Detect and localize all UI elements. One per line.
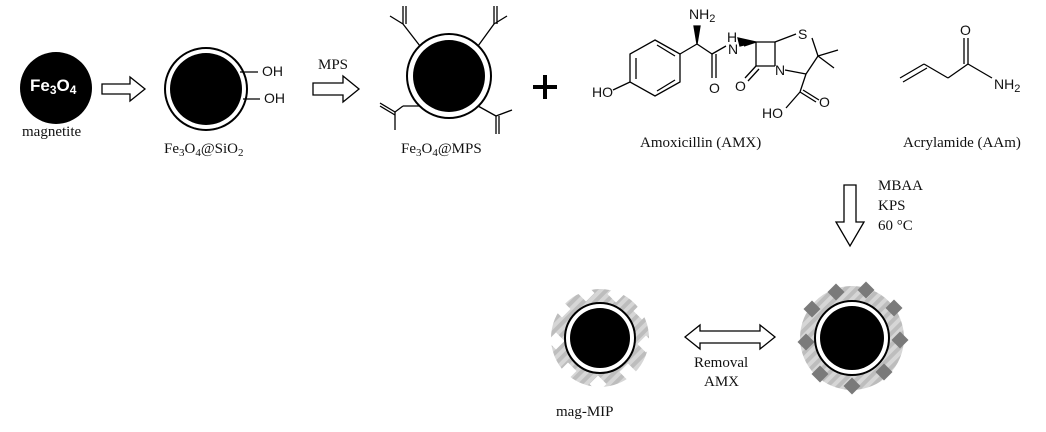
fe3o4-sio2-label: Fe3O4@SiO2 — [164, 141, 244, 159]
amoxicillin-structure — [612, 25, 839, 109]
condition-temperature: 60 °C — [878, 218, 913, 234]
magnetite-label: magnetite — [22, 124, 82, 140]
fe3o4-mps-label: Fe3O4@MPS — [401, 141, 482, 159]
condition-kps: KPS — [878, 198, 906, 214]
amx-ho-acid: HO — [762, 105, 783, 121]
plus-sign — [533, 75, 557, 99]
mag-mip-particle — [547, 284, 655, 393]
mps-arrow-label: MPS — [318, 57, 349, 73]
amoxicillin-label: Amoxicillin (AMX) — [640, 135, 762, 151]
mag-mip-label: mag-MIP — [556, 404, 614, 420]
arrow-1 — [101, 75, 147, 103]
amx-n-amide: N — [728, 41, 739, 57]
aam-nh2: NH2 — [994, 76, 1021, 95]
amx-o-acid: O — [819, 94, 830, 110]
amx-o-lactam: O — [735, 78, 746, 94]
magnetite-particle — [20, 52, 92, 124]
condition-mbaa: MBAA — [878, 178, 924, 194]
fe3o4-core-label: Fe3O4 — [30, 76, 77, 97]
oh-top-label: OH — [262, 63, 283, 79]
fe3o4-sio2-particle — [164, 47, 260, 131]
imprinted-particle — [797, 281, 909, 395]
arrow-2 — [312, 74, 361, 104]
acrylamide-structure — [899, 38, 993, 83]
down-arrow — [834, 184, 866, 248]
removal-label: Removal — [694, 355, 749, 371]
amx-o-amide: O — [709, 80, 720, 96]
oh-bottom-label: OH — [264, 90, 285, 106]
acrylamide-label: Acrylamide (AAm) — [903, 135, 1021, 151]
amx-s: S — [798, 26, 808, 42]
aam-o: O — [960, 22, 971, 38]
amx-nh2: NH2 — [689, 6, 716, 25]
amx-ho: HO — [592, 84, 613, 100]
fe3o4-mps-particle — [379, 6, 513, 134]
double-arrow — [683, 323, 777, 351]
amx-n-ring: N — [775, 62, 786, 78]
amx-h: H — [727, 29, 738, 45]
removal-amx-label: AMX — [704, 374, 740, 390]
